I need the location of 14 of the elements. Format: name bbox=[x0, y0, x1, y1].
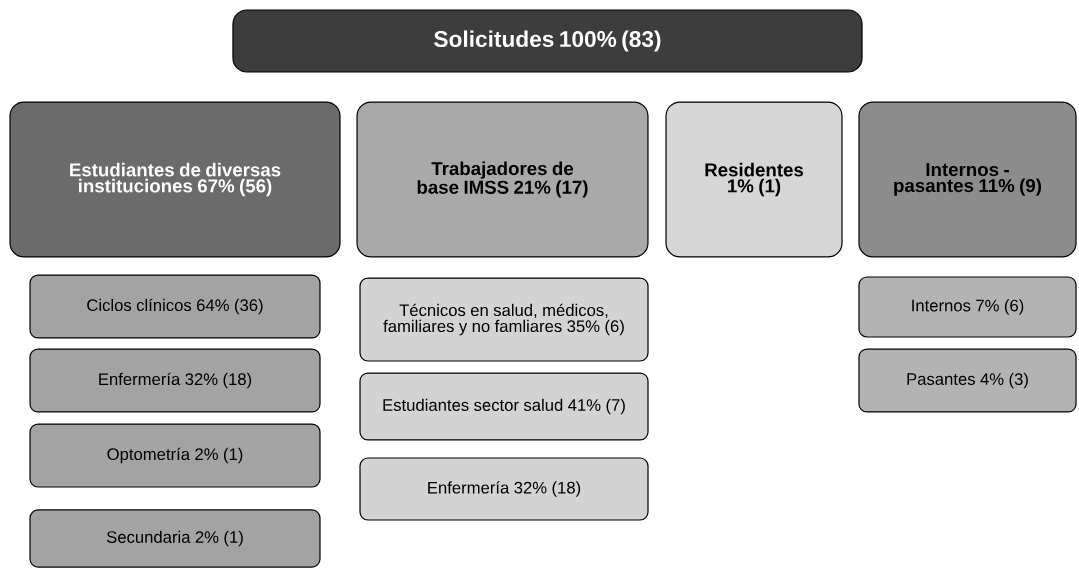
subcategory-box: Internos 7% (6) bbox=[858, 276, 1077, 338]
subcategory-box: Pasantes 4% (3) bbox=[858, 348, 1077, 413]
category-box: Residentes 1% (1) bbox=[665, 101, 843, 258]
subcategory-box: Estudiantes sector salud 41% (7) bbox=[359, 372, 649, 441]
title-box: Solicitudes 100% (83) bbox=[232, 9, 863, 73]
subcategory-box: Enfermería 32% (18) bbox=[359, 457, 649, 521]
subcategory-box: Optometría 2% (1) bbox=[29, 423, 321, 488]
subcategory-box: Técnicos en salud, médicos, familiares y no famliares 35% (6) bbox=[359, 277, 649, 362]
subcategory-box: Enfermería 32% (18) bbox=[29, 348, 321, 413]
category-box: Internos - pasantes 11% (9) bbox=[858, 101, 1077, 258]
subcategory-box: Secundaria 2% (1) bbox=[29, 509, 321, 568]
category-box: Trabajadores de base IMSS 21% (17) bbox=[356, 101, 649, 258]
category-box: Estudiantes de diversas instituciones 67% (56) bbox=[9, 101, 341, 258]
subcategory-box: Ciclos clínicos 64% (36) bbox=[29, 274, 321, 339]
